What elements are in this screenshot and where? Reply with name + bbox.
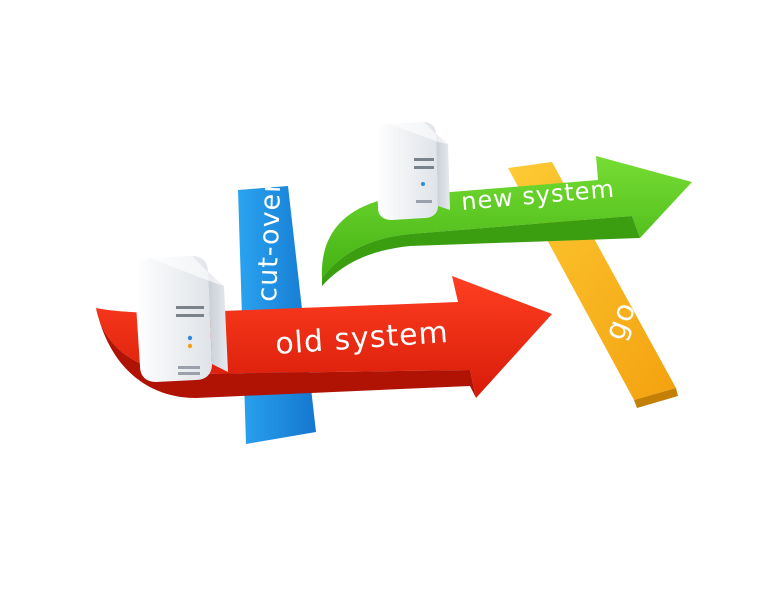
cut-over-label: cut-over <box>252 180 287 302</box>
server-icon <box>134 256 228 382</box>
server-icon <box>376 122 450 220</box>
